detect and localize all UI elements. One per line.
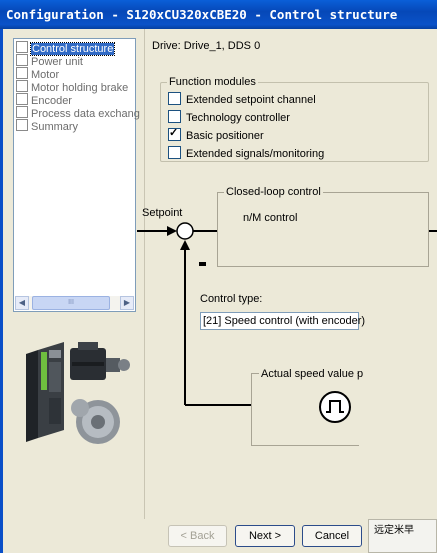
ime-text: 远定米早 [374, 525, 414, 536]
actual-speed-value-label: Actual speed value p [259, 368, 364, 380]
control-type-dropdown[interactable]: [21] Speed control (with encoder) [200, 312, 365, 330]
window-frame-left [0, 29, 3, 553]
scroll-left-icon[interactable]: ◀ [15, 296, 29, 310]
checkbox-icon[interactable] [168, 146, 181, 159]
drive-label: Drive: Drive_1, DDS 0 [152, 40, 261, 52]
scroll-thumb[interactable]: III [32, 296, 110, 310]
back-button[interactable]: < Back [168, 525, 227, 547]
tree-item-process-data-exchange[interactable]: Process data exchang [16, 106, 140, 120]
checkbox-icon[interactable] [168, 92, 181, 105]
minus-sign-icon [199, 262, 206, 266]
checkbox-icon [16, 80, 28, 92]
tree-item-motor[interactable]: Motor [16, 67, 59, 81]
tree-item-encoder[interactable]: Encoder [16, 93, 72, 107]
drive-hardware-illustration [26, 342, 130, 444]
navigation-tree[interactable]: Control structure Power unit Motor Motor… [13, 38, 140, 312]
checkbox-icon [16, 54, 28, 66]
checkbox-technology-controller[interactable]: Technology controller [168, 110, 290, 124]
next-button[interactable]: Next > [235, 525, 295, 547]
function-modules-title: Function modules [167, 76, 258, 88]
encoder-icon [71, 399, 120, 444]
checkbox-basic-positioner[interactable]: Basic positioner [168, 126, 264, 142]
checkbox-icon [16, 41, 28, 53]
cancel-button[interactable]: Cancel [302, 525, 362, 547]
scroll-right-icon[interactable]: ▶ [120, 296, 134, 310]
ime-toolbar[interactable] [368, 519, 437, 553]
arrow-right-icon [167, 226, 177, 236]
summing-junction-icon [176, 222, 194, 240]
arrow-up-icon [180, 240, 190, 250]
window-title: Configuration - S120xCU320xCBE20 - Contr… [0, 0, 437, 29]
checkbox-extended-signals-monitoring[interactable]: Extended signals/monitoring [168, 146, 324, 160]
checkbox-icon [16, 67, 28, 79]
control-type-label: Control type: [200, 293, 263, 305]
closed-loop-control-title: Closed-loop control [224, 186, 323, 198]
checkbox-icon [16, 119, 28, 131]
checkbox-checked-icon[interactable] [168, 126, 181, 141]
pulse-encoder-icon [319, 391, 351, 423]
checkbox-icon[interactable] [168, 110, 181, 123]
tree-item-motor-holding-brake[interactable]: Motor holding brake [16, 80, 128, 94]
control-unit-icon [26, 342, 64, 442]
closed-loop-control-box[interactable] [217, 192, 429, 267]
signal-flow-lines [137, 222, 437, 406]
checkbox-extended-setpoint-channel[interactable]: Extended setpoint channel [168, 92, 316, 106]
setpoint-label: Setpoint [142, 207, 183, 219]
tree-item-power-unit[interactable]: Power unit [16, 54, 83, 68]
servo-motor-icon [70, 342, 130, 380]
panel-divider [144, 29, 145, 519]
function-modules-group [160, 82, 429, 162]
tree-item-control-structure[interactable]: Control structure [16, 41, 116, 56]
horizontal-scrollbar[interactable]: ◀ III ▶ [15, 296, 134, 310]
checkbox-icon [16, 93, 28, 105]
tree-item-summary[interactable]: Summary [16, 119, 78, 133]
checkbox-icon [16, 106, 28, 118]
control-mode-label: n/M control [243, 212, 298, 224]
